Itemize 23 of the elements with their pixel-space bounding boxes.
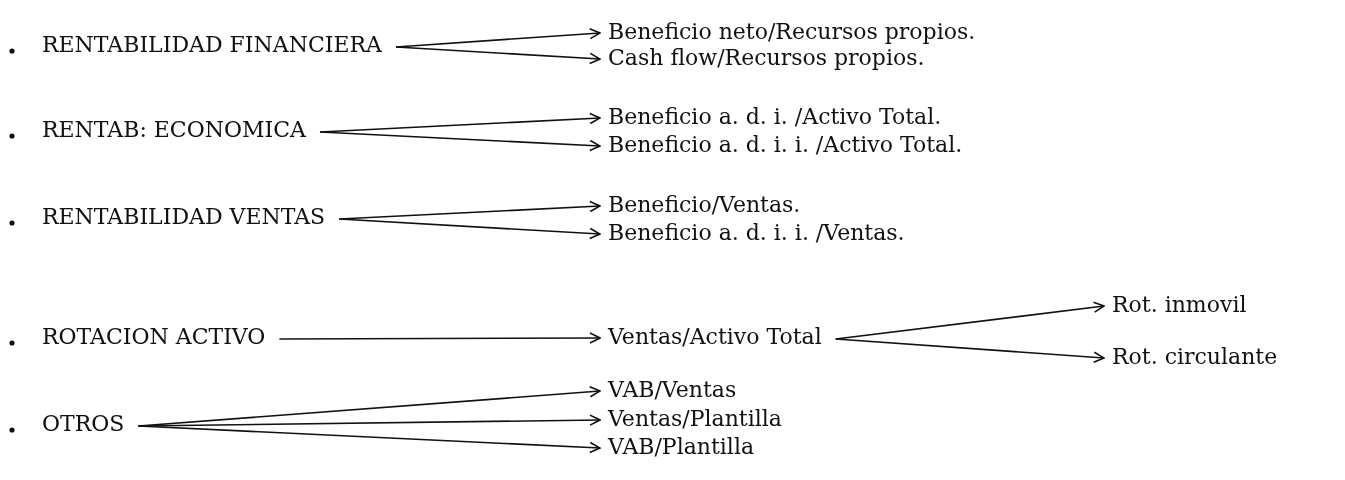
- node-text: RENTABILIDAD FINANCIERA: [42, 32, 382, 58]
- node-text: Cash flow/Recursos propios.: [608, 45, 925, 71]
- node-text: Beneficio neto/Recursos propios.: [608, 19, 976, 45]
- node-text: OTROS: [42, 411, 125, 437]
- node-text: Rot. inmovil: [1112, 292, 1247, 318]
- arrow: [338, 218, 601, 240]
- arrow: [137, 425, 601, 454]
- arrow: [278, 332, 601, 344]
- arrow: [319, 131, 601, 152]
- node-text: VAB/Plantilla: [608, 434, 755, 460]
- node-text: RENTAB: ECONOMICA: [42, 117, 306, 143]
- node-text: Beneficio a. d. i. i. /Ventas.: [608, 220, 905, 246]
- node-text: RENTABILIDAD VENTAS: [42, 204, 326, 230]
- node-text: Beneficio/Ventas.: [608, 192, 801, 218]
- arrow: [395, 46, 601, 65]
- node-text: VAB/Ventas: [608, 377, 737, 403]
- node-text: Ventas/Plantilla: [608, 406, 782, 432]
- arrow: [834, 338, 1105, 364]
- node-text: Ventas/Activo Total: [608, 324, 822, 350]
- node-text: Rot. circulante: [1112, 344, 1278, 370]
- node-text: Beneficio a. d. i. i. /Activo Total.: [608, 132, 963, 158]
- node-text: ROTACION ACTIVO: [42, 324, 266, 350]
- node-text: Beneficio a. d. i. /Activo Total.: [608, 104, 942, 130]
